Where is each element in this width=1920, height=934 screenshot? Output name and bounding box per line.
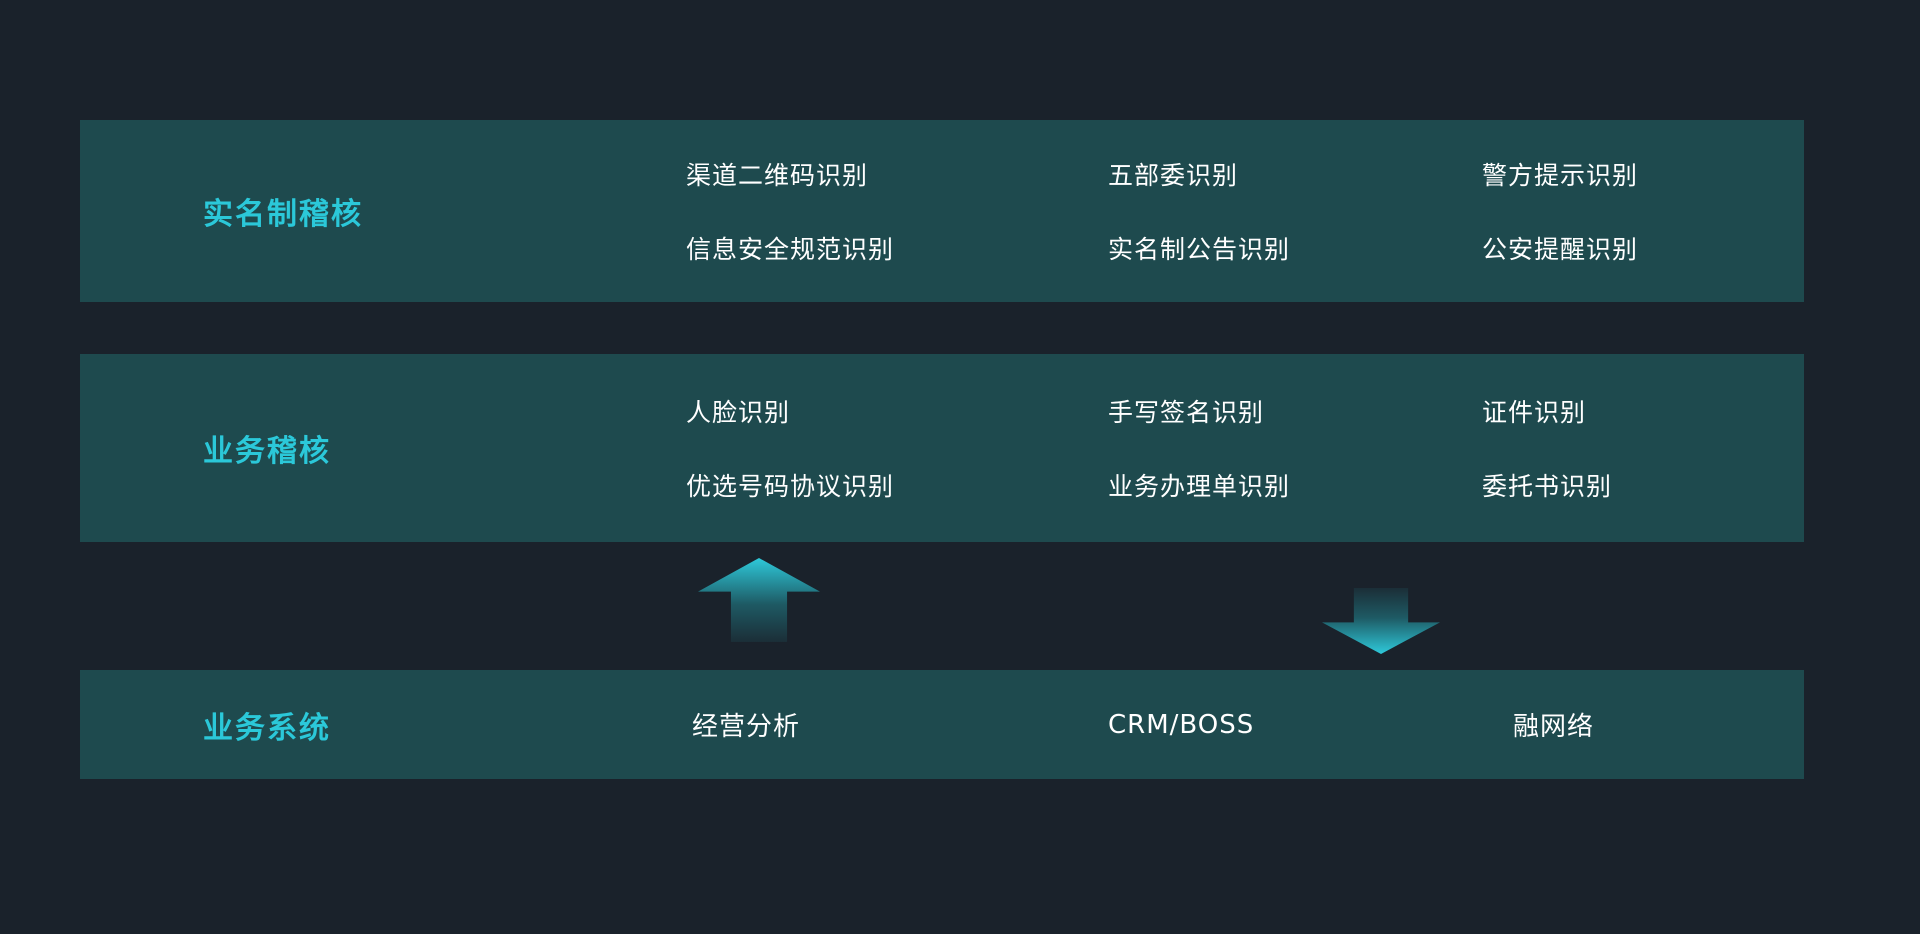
audit-item: 公安提醒识别 bbox=[1482, 235, 1639, 264]
system-item: CRM/BOSS bbox=[1108, 709, 1255, 740]
realname-audit-column-1: 渠道二维码识别 信息安全规范识别 bbox=[686, 120, 894, 302]
audit-item: 业务办理单识别 bbox=[1108, 472, 1291, 501]
audit-item: 警方提示识别 bbox=[1482, 161, 1639, 190]
realname-audit-band: 实名制稽核 渠道二维码识别 信息安全规范识别 五部委识别 实名制公告识别 警方提… bbox=[80, 120, 1804, 302]
audit-item: 人脸识别 bbox=[686, 398, 791, 427]
business-audit-band: 业务稽核 人脸识别 优选号码协议识别 手写签名识别 业务办理单识别 证件识别 委… bbox=[80, 354, 1804, 542]
business-systems-title: 业务系统 bbox=[203, 710, 331, 746]
audit-item: 委托书识别 bbox=[1482, 472, 1613, 501]
system-item: 融网络 bbox=[1513, 712, 1595, 742]
business-audit-column-2: 手写签名识别 业务办理单识别 bbox=[1108, 354, 1290, 542]
business-audit-column-3: 证件识别 委托书识别 bbox=[1482, 354, 1612, 542]
business-audit-title: 业务稽核 bbox=[203, 434, 331, 469]
audit-item: 信息安全规范识别 bbox=[686, 235, 895, 264]
system-item: 经营分析 bbox=[692, 712, 801, 742]
audit-item: 渠道二维码识别 bbox=[686, 161, 869, 190]
realname-audit-column-2: 五部委识别 实名制公告识别 bbox=[1108, 120, 1290, 302]
audit-item: 实名制公告识别 bbox=[1108, 235, 1291, 264]
audit-item: 手写签名识别 bbox=[1108, 398, 1265, 427]
realname-audit-title: 实名制稽核 bbox=[203, 197, 363, 232]
audit-item: 优选号码协议识别 bbox=[686, 472, 895, 501]
audit-item: 证件识别 bbox=[1482, 398, 1587, 427]
business-audit-column-1: 人脸识别 优选号码协议识别 bbox=[686, 354, 894, 542]
business-systems-band: 业务系统 经营分析 CRM/BOSS 融网络 bbox=[80, 670, 1804, 779]
arrow-up-icon bbox=[698, 558, 820, 642]
realname-audit-column-3: 警方提示识别 公安提醒识别 bbox=[1482, 120, 1638, 302]
arrow-down-icon bbox=[1322, 588, 1440, 654]
audit-item: 五部委识别 bbox=[1108, 161, 1239, 190]
